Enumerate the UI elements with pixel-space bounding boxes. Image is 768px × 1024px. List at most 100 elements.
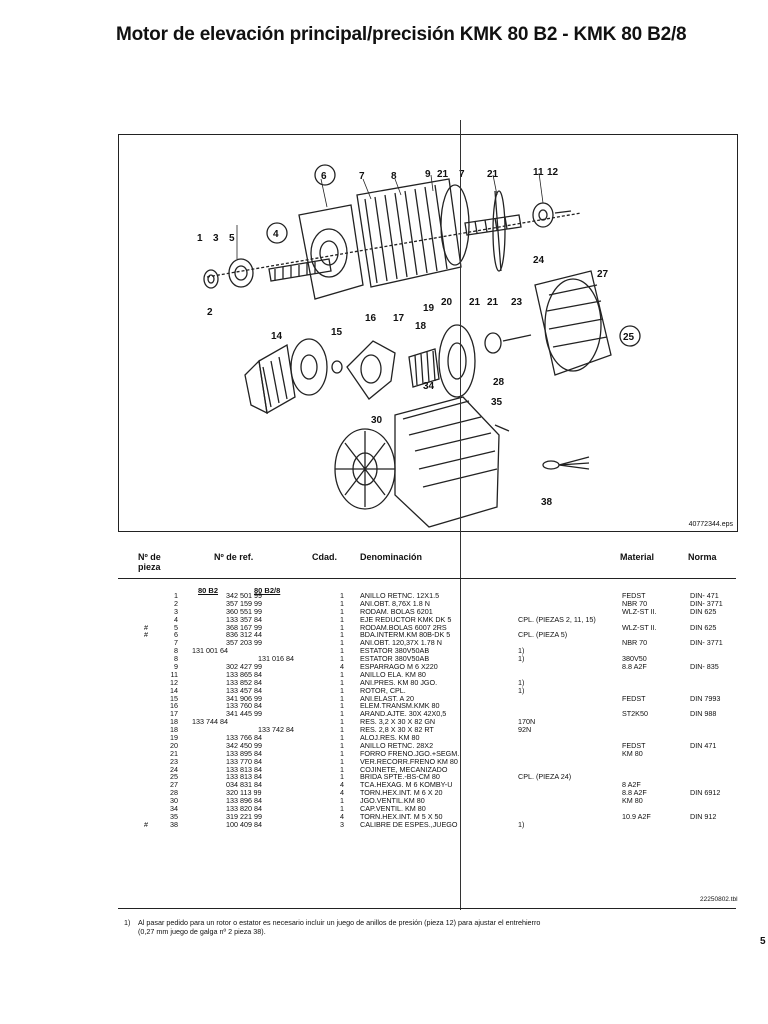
row-cdad: 1 [340,772,344,782]
header-ref: Nº de ref. [214,552,254,562]
row-cdad: 1 [340,796,344,806]
row-material: FEDST [622,693,646,703]
row-pieza: 18 [170,725,178,735]
row-denominacion: TCA.HEXAG. M 6 KOMBY-U [360,780,453,790]
row-cpl: CPL. (PIEZA 24) [518,772,572,782]
row-cdad: 1 [340,622,344,632]
row-pieza: 3 [174,606,178,616]
row-norma: DIN 988 [690,709,717,719]
callout-27: 27 [597,269,609,280]
row-denominacion: ANILLO ELA. KM 80 [360,669,426,679]
row-denominacion: ESPARRAGO M 6 X220 [360,662,438,672]
row-denominacion: CALIBRE DE ESPES.,JUEGO [360,819,458,829]
row-ref: 133 760 84 [226,701,262,711]
row-cdad: 1 [340,654,344,664]
row-mark: # [144,622,148,632]
row-denominacion: ANI.PRES. KM 80 JGO. [360,677,438,687]
row-norma: DIN 471 [690,740,717,750]
callout-21-top: 21 [437,169,449,180]
row-cdad: 1 [340,733,344,743]
row-cdad: 1 [340,669,344,679]
callout-24: 24 [533,255,545,266]
table-bottom-rule [118,908,736,909]
table-id: 22250802.tbl [700,896,738,903]
exploded-view-diagram: 1 3 5 2 4 6 7 8 9 21 7 21 11 12 24 27 25… [197,164,641,528]
row-ref: 133 744 84 [192,717,228,727]
row-pieza: 6 [174,630,178,640]
callout-34: 34 [423,381,435,392]
row-denominacion: JGO.VENTIL.KM 80 [360,796,425,806]
callout-8: 8 [391,171,397,182]
row-pieza: 11 [170,669,178,679]
row-cpl: CPL. (PIEZAS 2, 11, 15) [518,614,596,624]
row-denominacion: VER.RECORR.FRENO KM 80 [360,756,458,766]
subheader-b28: 80 B2/8 [254,586,281,595]
callout-1: 1 [197,233,203,244]
row-ref: 320 113 99 [226,788,262,798]
callout-35: 35 [491,397,503,408]
row-cdad: 1 [340,740,344,750]
figure-id: 40772344.eps [688,521,733,528]
row-pieza: 17 [170,709,178,719]
row-pieza: 25 [170,772,178,782]
row-pieza: 30 [170,796,178,806]
row-denominacion: ALOJ.RES. KM 80 [360,733,420,743]
row-cdad: 1 [340,614,344,624]
row-pieza: 4 [174,614,178,624]
row-cdad: 1 [340,591,344,600]
row-cdad: 1 [340,764,344,774]
row-pieza: 24 [170,764,178,774]
row-norma: DIN 625 [690,622,717,632]
row-ref: 357 203 99 [226,638,262,648]
row-pieza: 9 [174,662,178,672]
callout-9: 9 [425,169,431,180]
row-denominacion: RODAM. BOLAS 6201 [360,606,433,616]
row-pieza: 2 [174,598,178,608]
row-norma: DIN 625 [690,606,717,616]
row-material: 10.9 A2F [622,811,651,821]
row-ref: 133 820 84 [226,804,262,814]
row-cpl: 1) [518,685,525,695]
row-material: KM 80 [622,796,643,806]
row-cdad: 4 [340,811,344,821]
row-pieza: 8 [174,654,178,664]
row-cdad: 1 [340,630,344,640]
row-material: FEDST [622,591,646,600]
row-ref: 319 221 99 [226,811,262,821]
row-norma: DIN 7993 [690,693,721,703]
row-material: NBR 70 [622,598,648,608]
row-cdad: 3 [340,819,344,829]
row-ref: 360 551 99 [226,606,262,616]
page-number: 5 [760,936,766,947]
callout-12: 12 [547,167,559,178]
row-pieza: 34 [170,804,178,814]
row-ref: 133 766 84 [226,733,262,743]
row-denominacion: RODAM.BOLAS 6007 2RS [360,622,447,632]
row-mark: # [144,819,148,829]
row-cdad: 1 [340,598,344,608]
header-denominacion: Denominación [360,552,423,562]
row-cdad: 1 [340,748,344,758]
callout-2: 2 [207,307,213,318]
row-denominacion: ESTATOR 380V50AB [360,646,430,656]
row-norma: DIN- 3771 [690,638,723,648]
row-ref: 133 457 84 [226,685,262,695]
row-pieza: 28 [170,788,178,798]
row-cdad: 1 [340,804,344,814]
footnote: Al pasar pedido para un rotor o estator … [138,918,541,936]
row-cpl: CPL. (PIEZA 5) [518,630,568,640]
row-cdad: 1 [340,701,344,711]
